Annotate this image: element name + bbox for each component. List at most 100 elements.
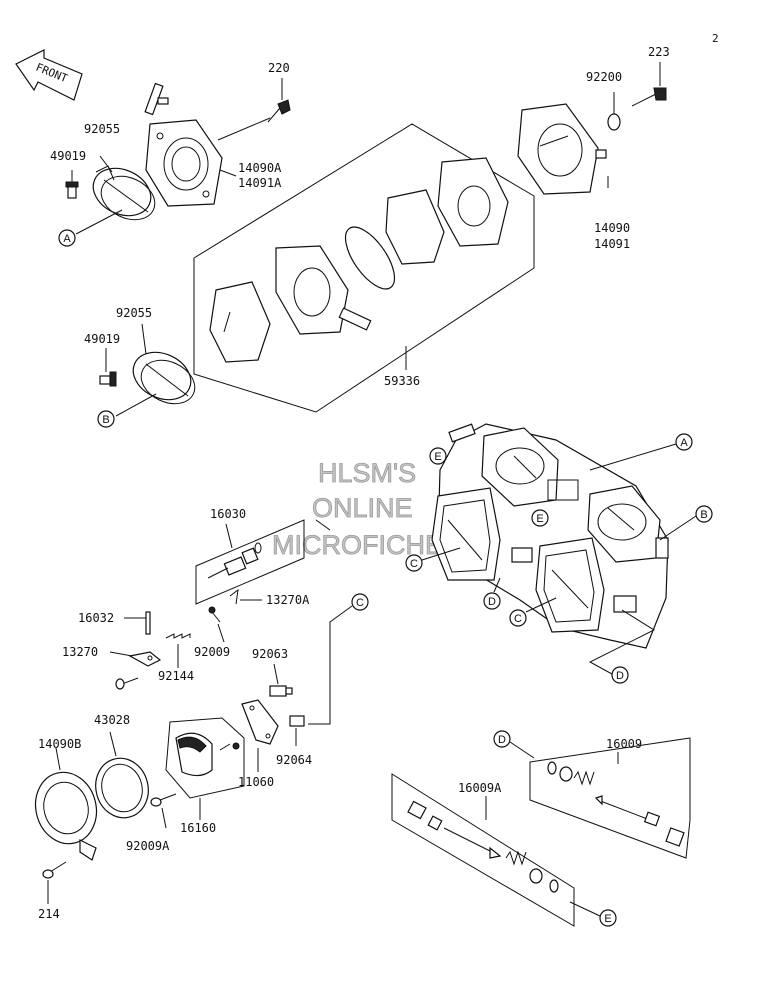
pump-cover-14090a [144, 82, 223, 207]
label-13270a: 13270A [266, 593, 310, 607]
label-92009a: 92009A [126, 839, 170, 853]
ref-e-low-text: E [604, 913, 611, 925]
ref-d-left-text: D [488, 596, 496, 608]
screw-223 [631, 87, 667, 107]
screw-214 [42, 861, 67, 879]
label-220: 220 [268, 61, 290, 75]
label-14091: 14091 [594, 237, 630, 251]
clip-13270a [229, 588, 239, 605]
leader-ref-d-low [509, 741, 535, 759]
ref-b-right: B [695, 505, 713, 523]
valve-16030 [207, 542, 262, 579]
label-92200: 92200 [586, 70, 622, 84]
label-16009: 16009 [606, 737, 642, 751]
pin-16032 [145, 611, 151, 635]
ref-a-top-text: A [63, 233, 71, 245]
leader-ref-c-mid [308, 605, 353, 725]
pump-cover-14090 [517, 103, 607, 195]
screw-bypass [115, 677, 139, 690]
label-14091a: 14091A [238, 176, 282, 190]
kit-16160-box [165, 717, 245, 799]
ref-e-low: E [599, 909, 617, 927]
screw-set-16009a [407, 800, 559, 893]
washer-92200 [607, 113, 621, 131]
label-16009a: 16009A [458, 781, 502, 795]
throttle-body-assembly [431, 423, 669, 649]
screw-set-16009 [547, 761, 685, 847]
screw-49019-bottom [99, 371, 117, 387]
leader-220-b [217, 117, 271, 141]
leader-ref-a-top [75, 209, 123, 235]
ref-b-left: B [97, 410, 115, 428]
ref-a-right-text: A [680, 437, 688, 449]
screw-220 [267, 99, 291, 123]
screw-92009 [208, 606, 221, 623]
leader-92063 [273, 663, 279, 685]
label-16030: 16030 [210, 507, 246, 521]
ref-a-top: A [58, 229, 76, 247]
ref-c-right: C [509, 609, 527, 627]
front-arrow-icon: FRONT [15, 49, 83, 101]
ref-c-right-text: C [514, 613, 522, 625]
page-number: 2 [712, 32, 719, 45]
ref-b-left-text: B [102, 414, 109, 426]
ref-e-middle: E [531, 509, 549, 527]
leader-14090b [55, 747, 61, 771]
kit-59336-parts [209, 157, 509, 363]
ref-c-left-text: C [410, 558, 418, 570]
label-59336: 59336 [384, 374, 420, 388]
label-92055-top: 92055 [84, 122, 120, 136]
kit-16009a-box [391, 773, 575, 927]
leader-92009 [217, 623, 225, 643]
label-92055-bottom: 92055 [116, 306, 152, 320]
kit-16030-box [195, 519, 305, 605]
label-13270: 13270 [62, 645, 98, 659]
label-16032: 16032 [78, 611, 114, 625]
leader-ref-c-right [525, 597, 557, 613]
label-14090a: 14090A [238, 161, 282, 175]
leader-ref-d-right [588, 609, 656, 675]
leader-92055-bottom [141, 323, 147, 355]
ref-d-low-text: D [498, 734, 506, 746]
diaphragm-43028 [95, 757, 149, 819]
spring-92144 [165, 633, 191, 639]
ref-b-right-text: B [700, 509, 707, 521]
label-43028: 43028 [94, 713, 130, 727]
kit-16009-box [529, 737, 691, 859]
ref-e-middle-text: E [536, 513, 543, 525]
label-11060: 11060 [238, 775, 274, 789]
label-92009: 92009 [194, 645, 230, 659]
pump-16160 [175, 732, 240, 777]
ref-a-right: A [675, 433, 693, 451]
leader-ref-b-left [115, 393, 157, 417]
screw-92063 [269, 685, 293, 697]
label-92144: 92144 [158, 669, 194, 683]
leader-92055-top [99, 155, 113, 173]
leader-16030-tail [315, 519, 331, 531]
ref-e-upper: E [429, 447, 447, 465]
watermark-line-2: ONLINE [312, 493, 413, 523]
label-92064: 92064 [276, 753, 312, 767]
leader-ref-a-right [589, 443, 677, 471]
screw-92064 [289, 715, 305, 727]
screw-49019-top [65, 170, 79, 199]
label-14090: 14090 [594, 221, 630, 235]
ref-c-mid: C [351, 593, 369, 611]
label-223: 223 [648, 45, 670, 59]
ref-d-right: D [611, 666, 629, 684]
ref-d-left: D [483, 592, 501, 610]
ref-d-right-text: D [616, 670, 624, 682]
screw-92009a [150, 793, 177, 807]
watermark: HLSM'S ONLINE MICROFICHE [272, 458, 444, 561]
screen-92055-bottom [132, 351, 196, 405]
leader-ref-d-left [493, 577, 501, 593]
leader-43028 [109, 731, 117, 757]
leader-ref-e-low [569, 901, 601, 917]
label-92063: 92063 [252, 647, 288, 661]
watermark-line-1: HLSM'S [318, 458, 416, 488]
leader-14090a [219, 169, 237, 177]
label-49019-top: 49019 [50, 149, 86, 163]
leader-ref-b-right [659, 515, 697, 541]
label-49019-bottom: 49019 [84, 332, 120, 346]
